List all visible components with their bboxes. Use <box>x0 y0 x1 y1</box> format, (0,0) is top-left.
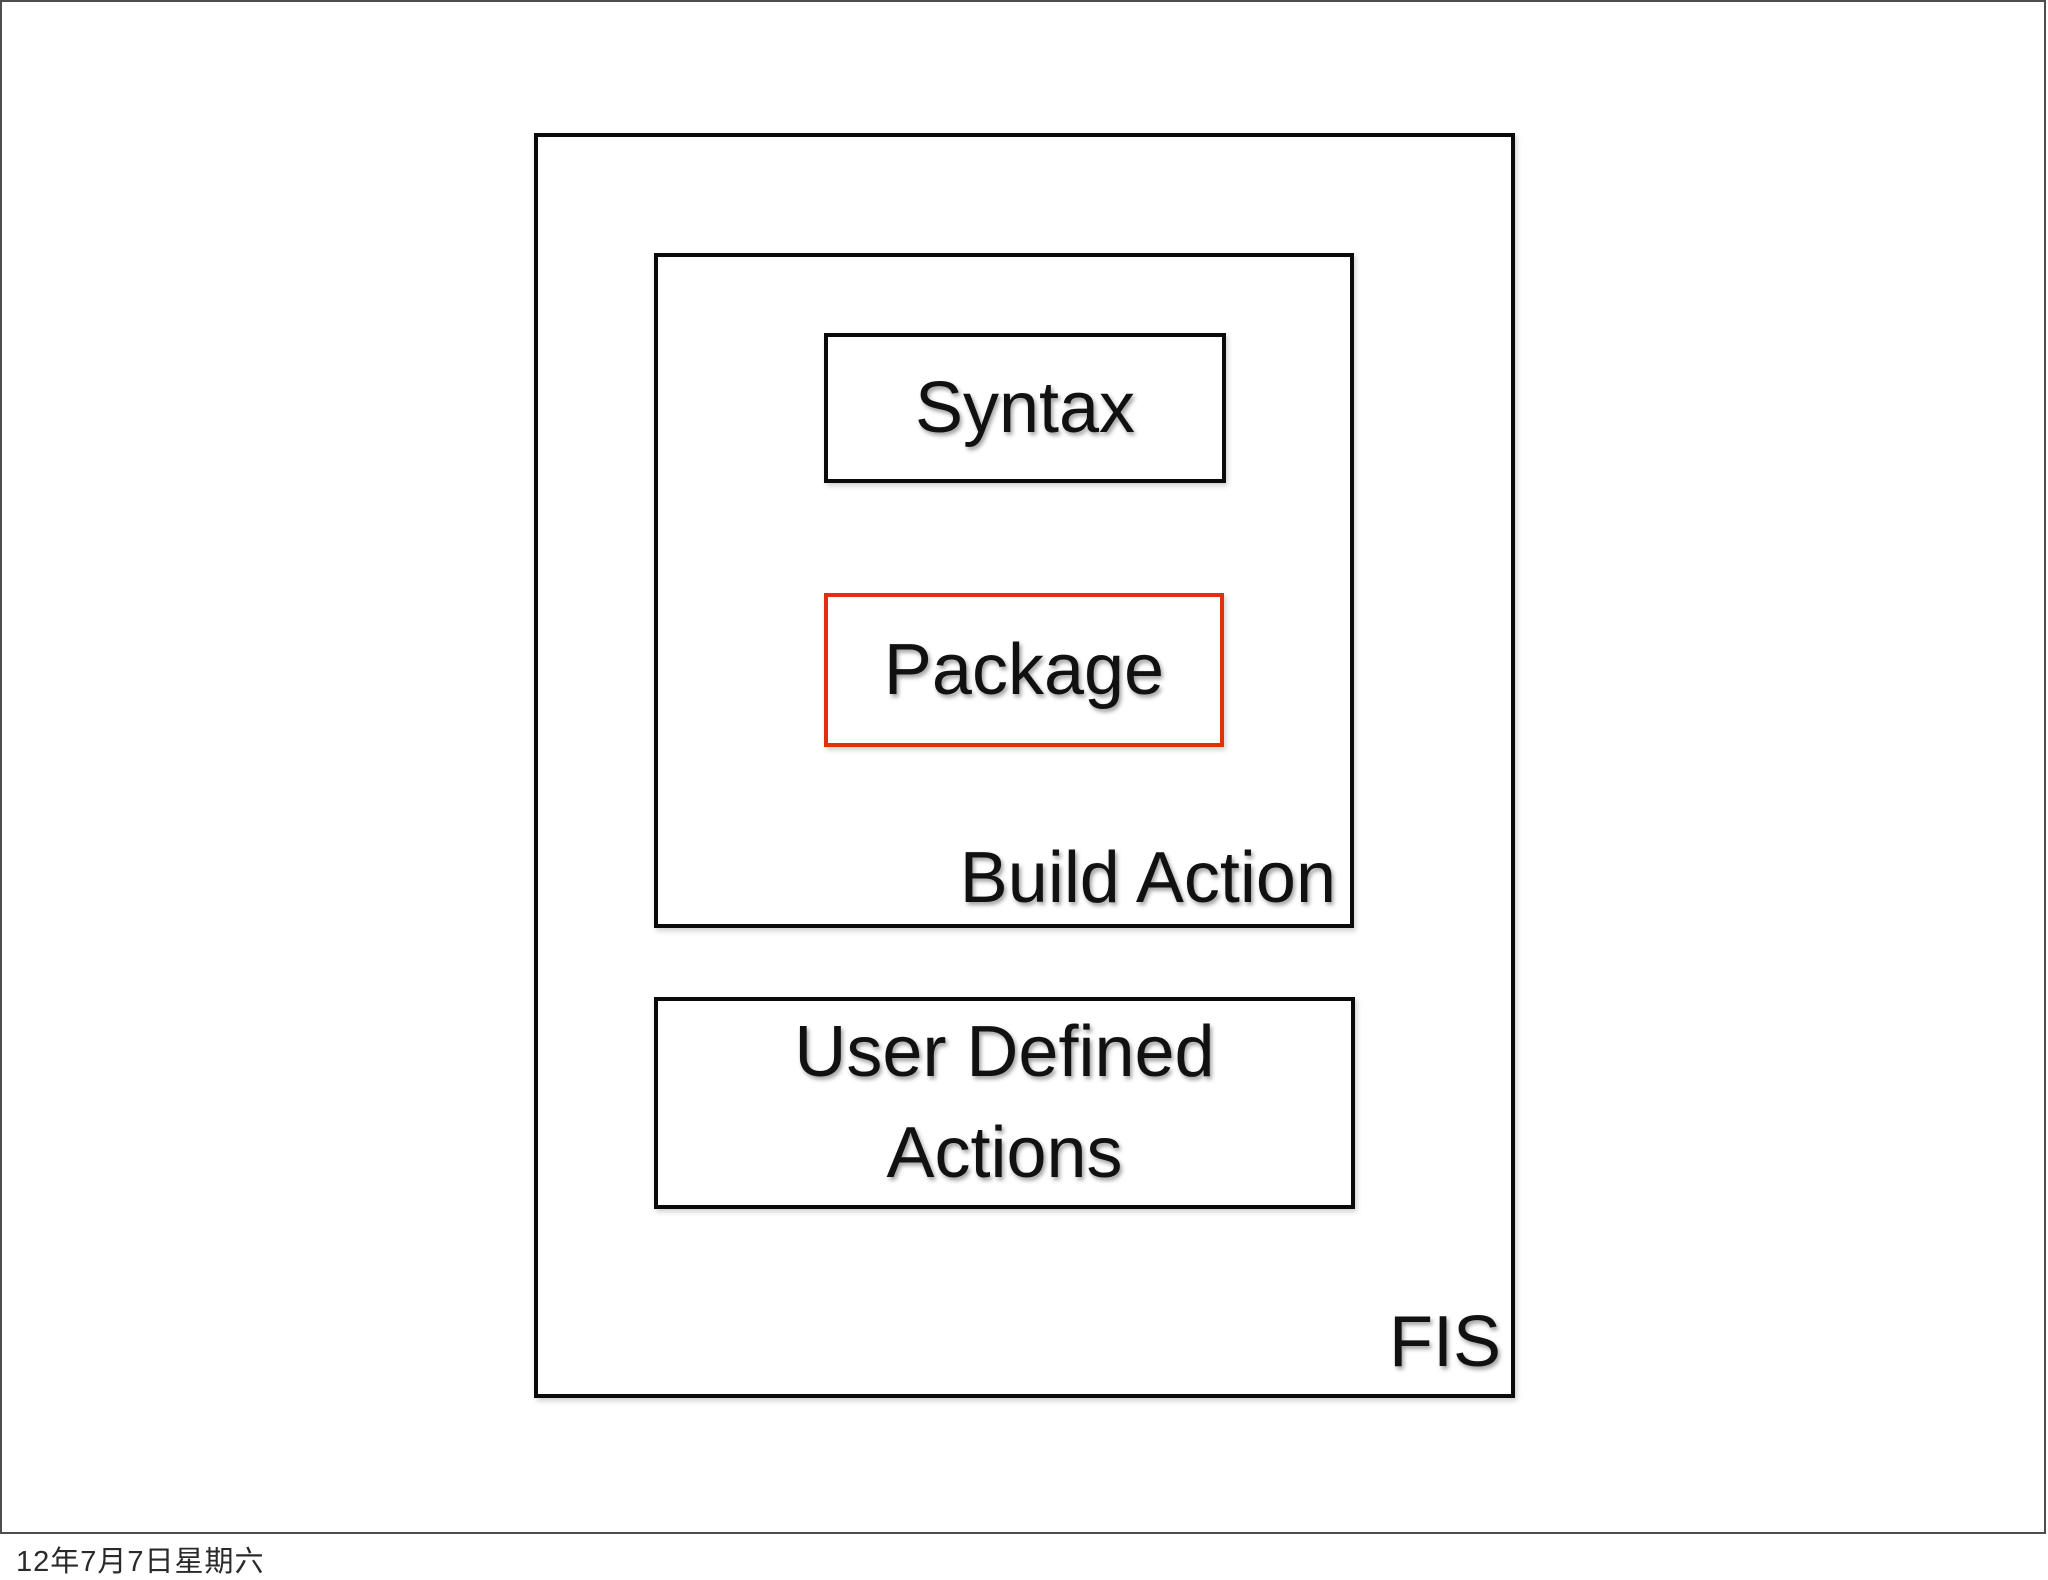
fis-label: FIS <box>1388 1301 1501 1382</box>
slide-date: 12年7月7日星期六 <box>16 1546 265 1578</box>
package-box: Package <box>824 593 1224 747</box>
syntax-label: Syntax <box>914 367 1136 448</box>
build-action-box: Syntax Package Build Action <box>654 253 1354 928</box>
slide-frame: Syntax Package Build Action User Defined… <box>0 0 2046 1534</box>
fis-box: Syntax Package Build Action User Defined… <box>534 133 1515 1398</box>
package-label: Package <box>883 629 1165 710</box>
user-defined-actions-box: User Defined Actions <box>654 997 1355 1209</box>
syntax-box: Syntax <box>824 333 1226 483</box>
build-action-label: Build Action <box>959 837 1336 918</box>
user-defined-actions-label: User Defined Actions <box>794 1012 1215 1193</box>
